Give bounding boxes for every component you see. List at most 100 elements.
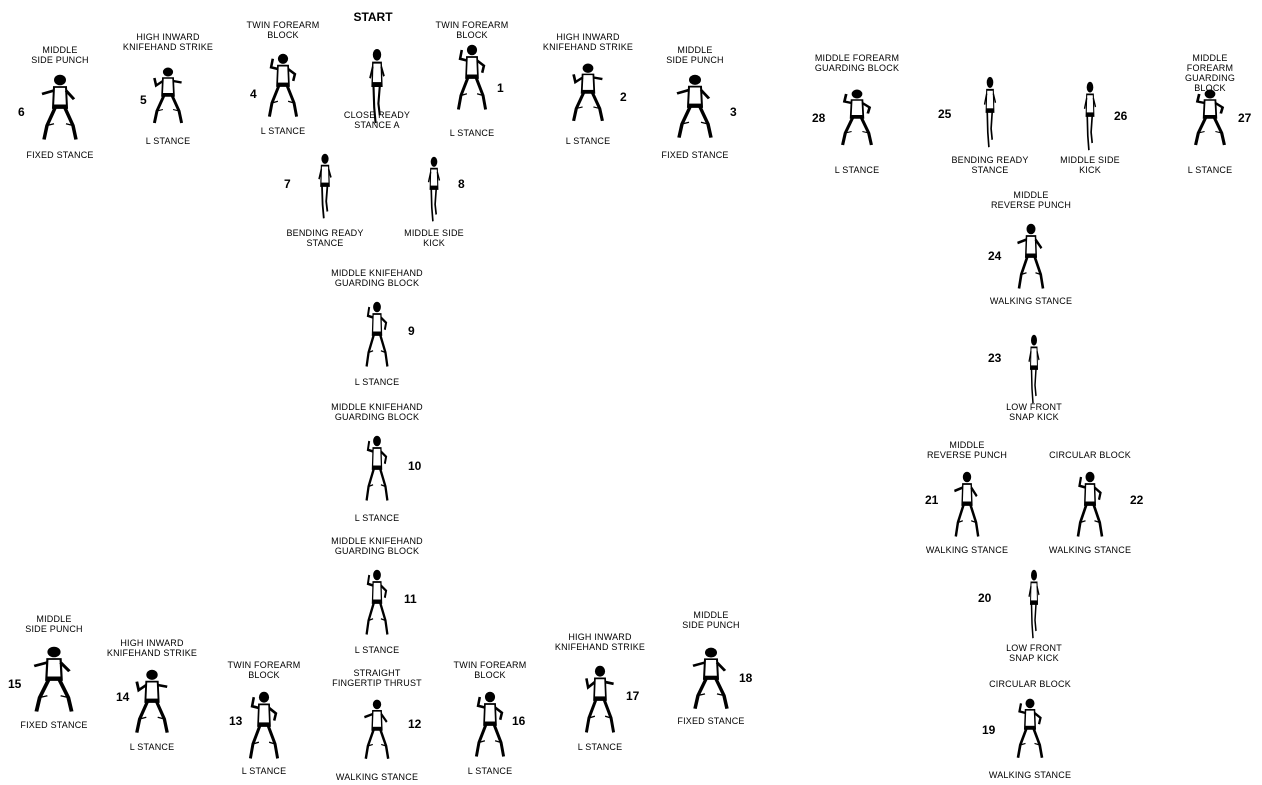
move-6-stance-label: FIXED STANCE (26, 150, 94, 160)
move-number: 24 (988, 249, 1002, 263)
move-number: 28 (812, 111, 826, 125)
side-kick-figure-icon (423, 155, 445, 228)
move-15-stance-label: FIXED STANCE (20, 720, 88, 730)
knifehand-guard-figure-icon (364, 300, 390, 375)
move-start-stance-label: CLOSE READY STANCE A (343, 110, 411, 130)
move-16-stance-label: L STANCE (467, 766, 513, 776)
reverse-punch-figure-icon (1016, 222, 1046, 297)
move-13-technique-label: TWIN FOREARM BLOCK (227, 660, 301, 680)
move-number: 20 (978, 591, 992, 605)
start-title: START (353, 10, 393, 24)
move-number: 19 (982, 723, 996, 737)
move-number: 9 (408, 324, 415, 338)
move-4-stance-label: L STANCE (260, 126, 306, 136)
move-15-technique-label: MIDDLE SIDE PUNCH (25, 614, 83, 634)
move-number: 11 (404, 592, 417, 606)
bending-ready-figure-icon (979, 75, 1001, 154)
move-26-stance-label: MIDDLE SIDE KICK (1060, 155, 1120, 175)
move-28-stance-label: L STANCE (834, 165, 880, 175)
move-number: 2 (620, 90, 627, 104)
side-punch-figure-icon (691, 646, 731, 717)
move-19-stance-label: WALKING STANCE (988, 770, 1072, 780)
side-punch-figure-icon (675, 73, 715, 146)
move-21-technique-label: MIDDLE REVERSE PUNCH (926, 440, 1008, 460)
move-number: 25 (938, 107, 952, 121)
side-kick-figure-icon (1079, 80, 1101, 157)
move-1-technique-label: TWIN FOREARM BLOCK (435, 20, 509, 40)
move-16-technique-label: TWIN FOREARM BLOCK (453, 660, 527, 680)
move-21-stance-label: WALKING STANCE (925, 545, 1009, 555)
move-4-technique-label: TWIN FOREARM BLOCK (246, 20, 320, 40)
move-27-technique-label: MIDDLE FOREARM GUARDING BLOCK (1184, 53, 1236, 93)
reverse-punch-figure-icon (953, 470, 981, 545)
move-number: 6 (18, 105, 25, 119)
knifehand-strike-figure-icon (133, 668, 171, 741)
move-6-technique-label: MIDDLE SIDE PUNCH (31, 45, 89, 65)
move-20-stance-label: LOW FRONT SNAP KICK (1006, 643, 1062, 663)
move-22-stance-label: WALKING STANCE (1048, 545, 1132, 555)
twin-block-figure-icon (473, 690, 507, 765)
move-2-stance-label: L STANCE (565, 136, 611, 146)
move-number: 21 (925, 493, 939, 507)
move-3-stance-label: FIXED STANCE (661, 150, 729, 160)
move-17-stance-label: L STANCE (577, 742, 623, 752)
front-snap-kick-figure-icon (1024, 333, 1044, 410)
move-27-stance-label: L STANCE (1187, 165, 1233, 175)
move-number: 7 (284, 177, 291, 191)
move-number: 16 (512, 714, 526, 728)
move-number: 3 (730, 105, 737, 119)
move-14-technique-label: HIGH INWARD KNIFEHAND STRIKE (106, 638, 198, 658)
move-12-stance-label: WALKING STANCE (335, 772, 419, 782)
move-number: 5 (140, 93, 147, 107)
knifehand-strike-figure-icon (151, 66, 185, 131)
move-number: 17 (626, 689, 640, 703)
forearm-guard-figure-icon (1192, 88, 1228, 153)
move-5-technique-label: HIGH INWARD KNIFEHAND STRIKE (122, 32, 214, 52)
move-23-stance-label: LOW FRONT SNAP KICK (1006, 402, 1062, 422)
knifehand-strike-figure-icon (583, 664, 617, 741)
move-1-stance-label: L STANCE (449, 128, 495, 138)
circular-block-figure-icon (1075, 470, 1105, 545)
move-10-technique-label: MIDDLE KNIFEHAND GUARDING BLOCK (331, 402, 423, 422)
move-number: 13 (229, 714, 243, 728)
move-8-stance-label: MIDDLE SIDE KICK (404, 228, 464, 248)
move-number: 10 (408, 459, 422, 473)
knifehand-strike-figure-icon (570, 62, 606, 129)
fingertip-thrust-figure-icon (363, 698, 391, 767)
knifehand-guard-figure-icon (364, 568, 390, 643)
move-7-stance-label: BENDING READY STANCE (286, 228, 364, 248)
side-punch-figure-icon (32, 645, 76, 720)
move-12-technique-label: STRAIGHT FINGERTIP THRUST (332, 668, 422, 688)
twin-block-figure-icon (247, 690, 281, 767)
bending-ready-figure-icon (313, 152, 337, 225)
move-number: 26 (1114, 109, 1128, 123)
ready-stance-figure-icon (363, 47, 391, 130)
twin-block-figure-icon (455, 43, 489, 118)
forearm-guard-figure-icon (839, 88, 875, 153)
move-11-technique-label: MIDDLE KNIFEHAND GUARDING BLOCK (331, 536, 423, 556)
move-number: 1 (497, 81, 504, 95)
move-14-stance-label: L STANCE (129, 742, 175, 752)
move-19-technique-label: CIRCULAR BLOCK (989, 679, 1071, 689)
move-28-technique-label: MIDDLE FOREARM GUARDING BLOCK (814, 53, 900, 73)
move-number: 27 (1238, 111, 1252, 125)
front-snap-kick-figure-icon (1024, 568, 1044, 645)
move-18-stance-label: FIXED STANCE (677, 716, 745, 726)
move-number: 15 (8, 677, 22, 691)
move-17-technique-label: HIGH INWARD KNIFEHAND STRIKE (554, 632, 646, 652)
move-number: 23 (988, 351, 1002, 365)
move-22-technique-label: CIRCULAR BLOCK (1049, 450, 1131, 460)
twin-block-figure-icon (266, 52, 300, 125)
move-24-technique-label: MIDDLE REVERSE PUNCH (990, 190, 1072, 210)
move-number: 14 (116, 690, 130, 704)
move-number: 18 (739, 671, 753, 685)
move-25-stance-label: BENDING READY STANCE (951, 155, 1029, 175)
move-5-stance-label: L STANCE (145, 136, 191, 146)
move-2-technique-label: HIGH INWARD KNIFEHAND STRIKE (542, 32, 634, 52)
knifehand-guard-figure-icon (364, 434, 390, 509)
move-11-stance-label: L STANCE (354, 645, 400, 655)
move-9-technique-label: MIDDLE KNIFEHAND GUARDING BLOCK (331, 268, 423, 288)
move-18-technique-label: MIDDLE SIDE PUNCH (682, 610, 740, 630)
circular-block-figure-icon (1015, 697, 1045, 766)
move-24-stance-label: WALKING STANCE (989, 296, 1073, 306)
